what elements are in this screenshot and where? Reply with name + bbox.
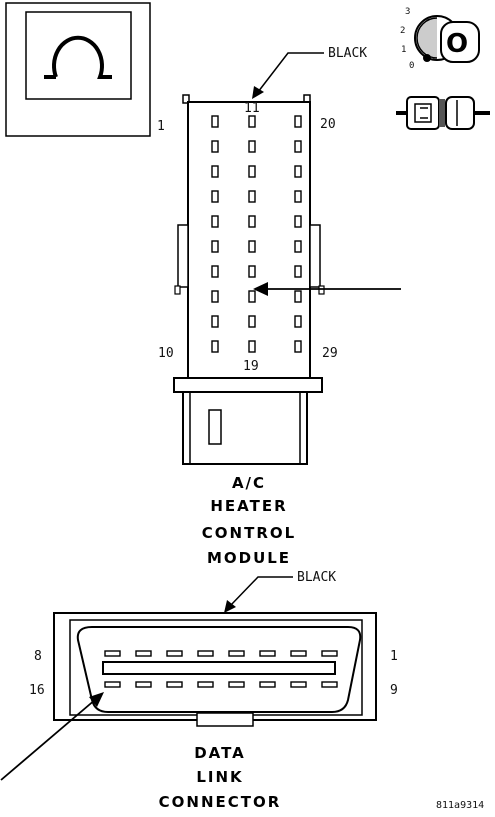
dlc-pin-cavity	[197, 650, 214, 657]
hvac-name-line-2: HEATER	[210, 497, 287, 515]
hvac-pin-cavity	[211, 190, 219, 203]
hvac-name-line-4: MODULE	[207, 549, 291, 567]
hvac-pin-cavity	[248, 190, 256, 203]
hvac-pin-cavity	[248, 290, 256, 303]
dlc-color-label: BLACK	[297, 570, 336, 585]
hvac-pin-cavity	[211, 165, 219, 178]
dlc-pin-cavity	[135, 681, 152, 688]
hvac-pin-cavity	[248, 315, 256, 328]
dlc-pin-cavity	[197, 681, 214, 688]
hvac-pin-cavity	[248, 340, 256, 353]
hvac-pin-cavities	[211, 115, 302, 353]
ignition-key-icon: 3 2 1 0 O	[400, 7, 480, 71]
dlc-pin-cavity	[104, 650, 121, 657]
hvac-pin-cavity	[294, 290, 302, 303]
hvac-pin-cavity	[211, 140, 219, 153]
key-position-1: 1	[401, 45, 406, 55]
data-link-connector: BLACK 8 1 16 9 DATA LINK CONNECTOR	[0, 570, 398, 811]
pin-label-19: 19	[243, 359, 259, 374]
dlc-pin-label-9: 9	[390, 683, 398, 698]
hvac-pin-cavity	[294, 215, 302, 228]
hvac-connector: BLACK 11 20 1 10 19 29 A/C HEATER CONTRO…	[157, 46, 401, 567]
ohm-symbol: Ω	[78, 69, 79, 71]
hvac-pin-cavity	[211, 215, 219, 228]
dlc-pin-label-1: 1	[390, 649, 398, 664]
hvac-pin-cavity	[248, 265, 256, 278]
hvac-color-label: BLACK	[328, 46, 367, 61]
key-head-letter: O	[446, 29, 468, 59]
hvac-pin-cavity	[248, 165, 256, 178]
dlc-pin-cavity	[259, 650, 276, 657]
pin-label-20: 20	[320, 117, 336, 132]
hvac-pin-cavity	[211, 315, 219, 328]
hvac-pin-cavity	[248, 140, 256, 153]
ohmmeter-icon: Ω	[5, 2, 151, 137]
hvac-pin-cavity	[294, 315, 302, 328]
hvac-pin-cavity	[211, 290, 219, 303]
key-position-0: 0	[409, 61, 414, 71]
dlc-pin-cavity	[228, 650, 245, 657]
dlc-pin-cavity	[259, 681, 276, 688]
pin-label-1: 1	[157, 119, 165, 134]
dlc-pin-label-16: 16	[29, 683, 45, 698]
hvac-pin-cavity	[211, 240, 219, 253]
hvac-pin-cavity	[294, 165, 302, 178]
hvac-pin-cavity	[294, 240, 302, 253]
hvac-name-line-3: CONTROL	[202, 524, 296, 542]
dlc-pin-cavity	[321, 681, 338, 688]
pin-label-29: 29	[322, 346, 338, 361]
hvac-pin-cavity	[294, 190, 302, 203]
dlc-pin-label-8: 8	[34, 649, 42, 664]
connector-pair-icon	[396, 96, 490, 130]
figure-id: 811a9314	[436, 800, 484, 811]
hvac-pin-cavity	[294, 140, 302, 153]
hvac-pin-cavity	[294, 340, 302, 353]
dlc-pin-cavity	[104, 681, 121, 688]
key-position-2: 2	[400, 26, 405, 36]
hvac-pin-cavity	[248, 215, 256, 228]
key-position-3: 3	[405, 7, 410, 17]
hvac-pin-cavity	[211, 340, 219, 353]
hvac-pin-cavity	[211, 265, 219, 278]
hvac-pin-cavity	[294, 265, 302, 278]
dlc-pin-cavity	[290, 681, 307, 688]
pin-label-10: 10	[158, 346, 174, 361]
dlc-name-line-1: DATA	[194, 744, 246, 762]
hvac-pin-cavity	[248, 115, 256, 128]
dlc-name-line-2: LINK	[196, 768, 243, 786]
test-pin-arrow-icon	[253, 282, 268, 296]
dlc-pin-cavity	[290, 650, 307, 657]
dlc-pin-cavity	[321, 650, 338, 657]
hvac-pin-cavity	[211, 115, 219, 128]
dlc-pin-cavity	[166, 650, 183, 657]
dlc-test-pin-arrow-icon	[89, 692, 104, 707]
dlc-pin-cavity	[228, 681, 245, 688]
dlc-pin-cavities	[104, 650, 338, 688]
dlc-pin-cavity	[135, 650, 152, 657]
dlc-pin-cavity	[166, 681, 183, 688]
hvac-pin-cavity	[248, 240, 256, 253]
pin-label-11: 11	[244, 101, 260, 116]
hvac-name-line-1: A/C	[232, 474, 266, 492]
hvac-pin-cavity	[294, 115, 302, 128]
dlc-name-line-3: CONNECTOR	[159, 793, 282, 811]
